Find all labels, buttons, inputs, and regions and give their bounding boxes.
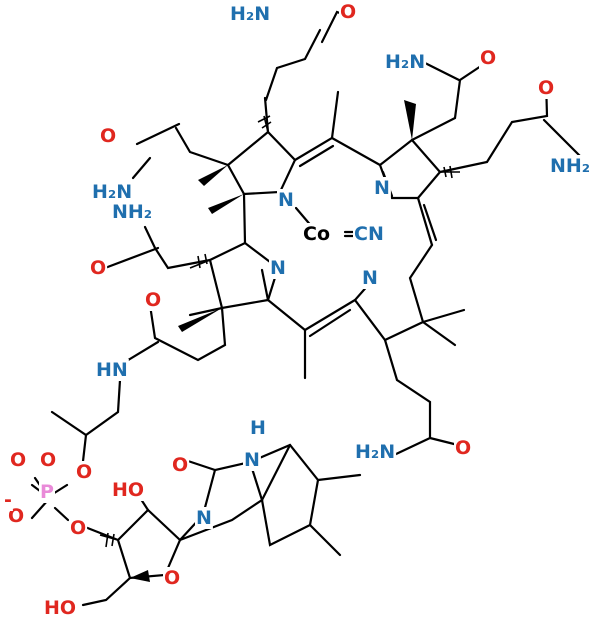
label-backdrop: [249, 417, 267, 439]
label-o-bottom: O: [455, 437, 471, 459]
label-backdrop: [75, 461, 94, 483]
label-backdrop: [9, 449, 28, 471]
label-backdrop: [229, 3, 272, 25]
label-backdrop: [269, 257, 287, 279]
label-backdrop: [339, 1, 358, 23]
label-o-right: O: [538, 77, 554, 99]
label-hn-linker: HN: [96, 359, 128, 381]
label-o-right-top: O: [480, 47, 496, 69]
label-nh2-right-top: H₂N: [385, 51, 425, 73]
label-o-imidazole: O: [172, 454, 188, 476]
label-backdrop: [39, 481, 55, 503]
label-n-ring-a: N: [278, 189, 294, 211]
label-ho-ch2: HO: [44, 597, 76, 619]
label-nh2-left-2: NH₂: [112, 201, 152, 223]
label-h2n-bottom: H₂N: [355, 441, 395, 463]
label-o-left-1: O: [100, 125, 116, 147]
label-backdrop: [99, 125, 118, 147]
label-o-linker: O: [76, 461, 92, 483]
label-backdrop: [95, 359, 129, 381]
atom-labels: H₂N O H₂N O O NH₂ O H₂N NH₂ O N Co CN N …: [3, 1, 592, 619]
label-backdrop: [111, 479, 146, 501]
label-charge: -: [4, 489, 12, 511]
label-backdrop: [171, 454, 190, 476]
label-backdrop: [354, 441, 397, 463]
label-backdrop: [277, 189, 295, 211]
label-backdrop: [353, 223, 385, 245]
label-backdrop: [111, 201, 154, 223]
label-backdrop: [144, 289, 163, 311]
label-backdrop: [384, 51, 427, 73]
label-cn: CN: [354, 223, 384, 245]
label-backdrop: [195, 507, 213, 529]
label-backdrop: [373, 177, 391, 199]
label-backdrop: [243, 449, 261, 471]
label-backdrop: [163, 567, 182, 589]
label-o-amide-7: O: [145, 289, 161, 311]
label-backdrop: [537, 77, 556, 99]
label-h2n-left-1: H₂N: [92, 181, 132, 203]
label-o-ribose-ring: O: [164, 567, 180, 589]
label-p: P: [40, 481, 54, 503]
label-nh2-top: H₂N: [230, 3, 270, 25]
label-backdrop: [454, 437, 473, 459]
label-h-imidazole: H: [250, 417, 266, 439]
label-o-left-2: O: [90, 257, 106, 279]
stereo-bonds: [99, 100, 460, 582]
label-nh2-right: NH₂: [550, 155, 590, 177]
label-o-ribose-3: O: [70, 517, 86, 539]
label-backdrop: [39, 449, 58, 471]
label-o-top: O: [340, 1, 356, 23]
label-n-imidazole-bottom: N: [196, 507, 212, 529]
label-o-phosphate-top: O: [10, 449, 26, 471]
label-backdrop: [43, 597, 78, 619]
label-backdrop: [91, 181, 134, 203]
label-backdrop: [479, 47, 498, 69]
label-backdrop: [361, 267, 379, 289]
label-ho-ribose: HO: [112, 479, 144, 501]
bond-lines: [30, 10, 582, 607]
label-backdrop: [302, 223, 331, 245]
label-n-imidazole-top: N: [244, 449, 260, 471]
label-n-ring-c: N: [362, 267, 378, 289]
label-co: Co: [303, 223, 330, 245]
label-n-ring-b: N: [374, 177, 390, 199]
label-n-ring-d: N: [270, 257, 286, 279]
label-backdrop: [549, 155, 592, 177]
label-o-phosphate-1: O: [40, 449, 56, 471]
label-backdrop: [69, 517, 88, 539]
label-backdrop: [89, 257, 108, 279]
label-backdrop: [3, 489, 13, 511]
